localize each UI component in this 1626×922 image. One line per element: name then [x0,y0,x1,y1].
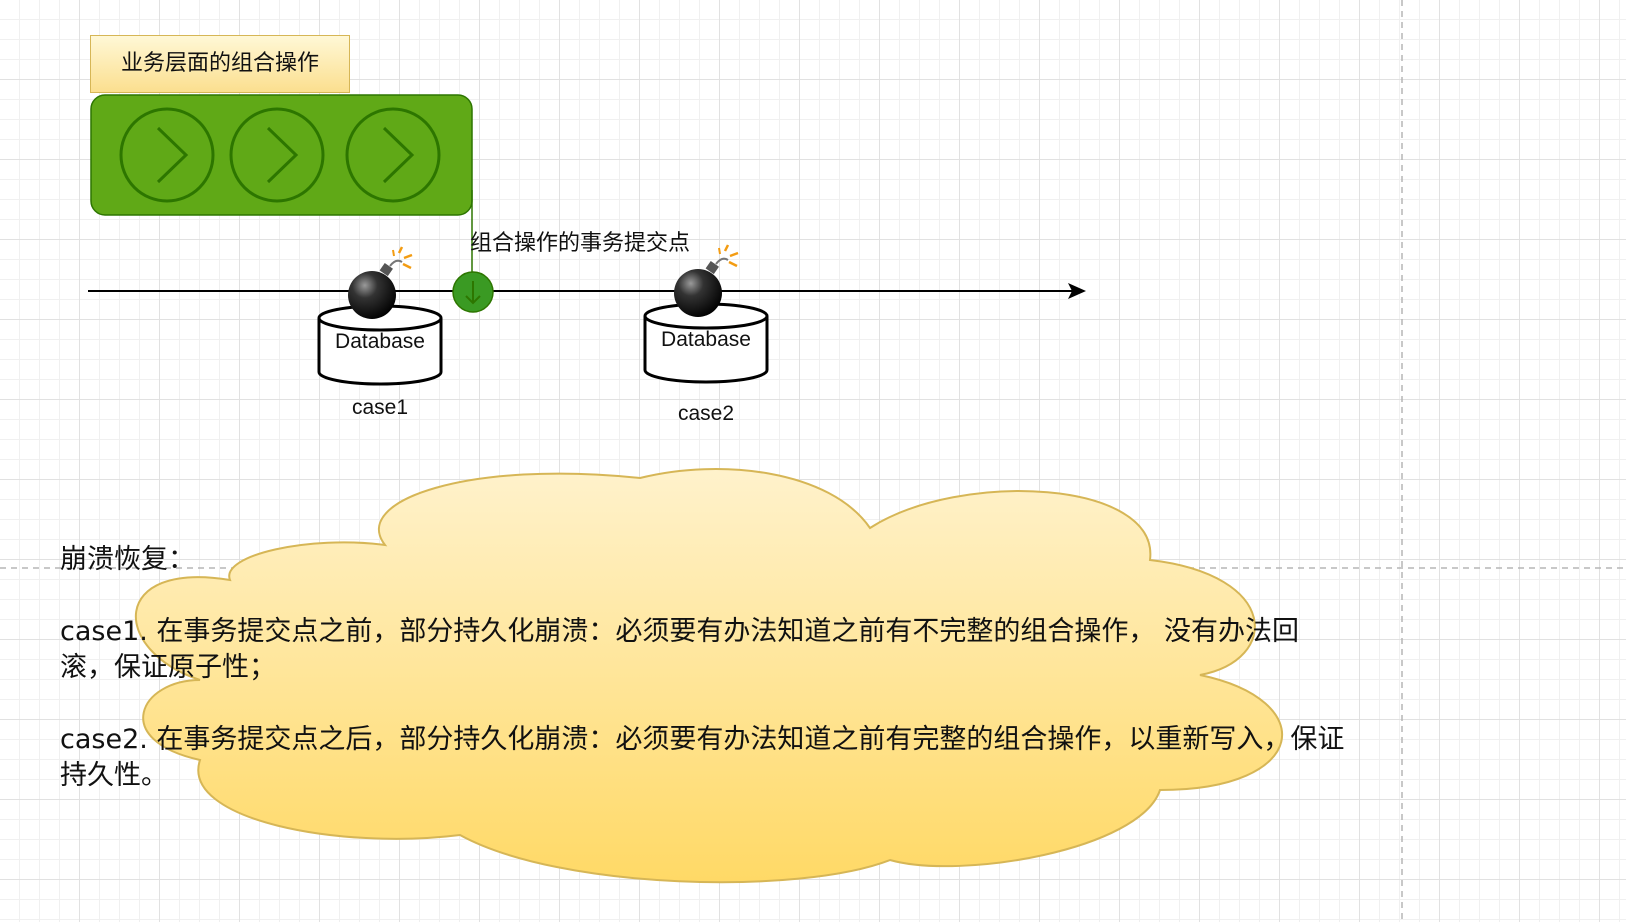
commit-point[interactable] [452,271,494,313]
database-caption-case1: case1 [351,396,409,419]
recovery-heading: 崩溃恢复： [60,544,195,575]
bomb-icon [348,246,413,319]
down-arrow-icon [465,281,481,305]
group-container[interactable] [90,94,473,216]
cloud-shape[interactable] [134,468,1284,884]
recovery-text-block: 崩溃恢复： case1. 在事务提交点之前，部分持久化崩溃：必须要有办法知道之前… [60,542,1350,794]
group-title-label[interactable]: 业务层面的组合操作 [90,35,350,93]
chevron-right-circle-icon [119,107,215,203]
database-caption-case2: case2 [677,402,735,425]
database-icon[interactable] [643,302,769,384]
recovery-case1-text: case1. 在事务提交点之前，部分持久化崩溃：必须要有办法知道之前有不完整的组… [60,616,1299,683]
chevron-right-circle-icon [229,107,325,203]
timeline-arrowhead [1068,283,1086,299]
database-label: Database [335,330,425,353]
recovery-case2-text: case2. 在事务提交点之后，部分持久化崩溃：必须要有办法知道之前有完整的组合… [60,724,1345,791]
bomb-icon [674,244,739,317]
database-label: Database [661,328,751,351]
chevron-right-circle-icon [345,107,441,203]
commit-point-label: 组合操作的事务提交点 [470,231,691,256]
